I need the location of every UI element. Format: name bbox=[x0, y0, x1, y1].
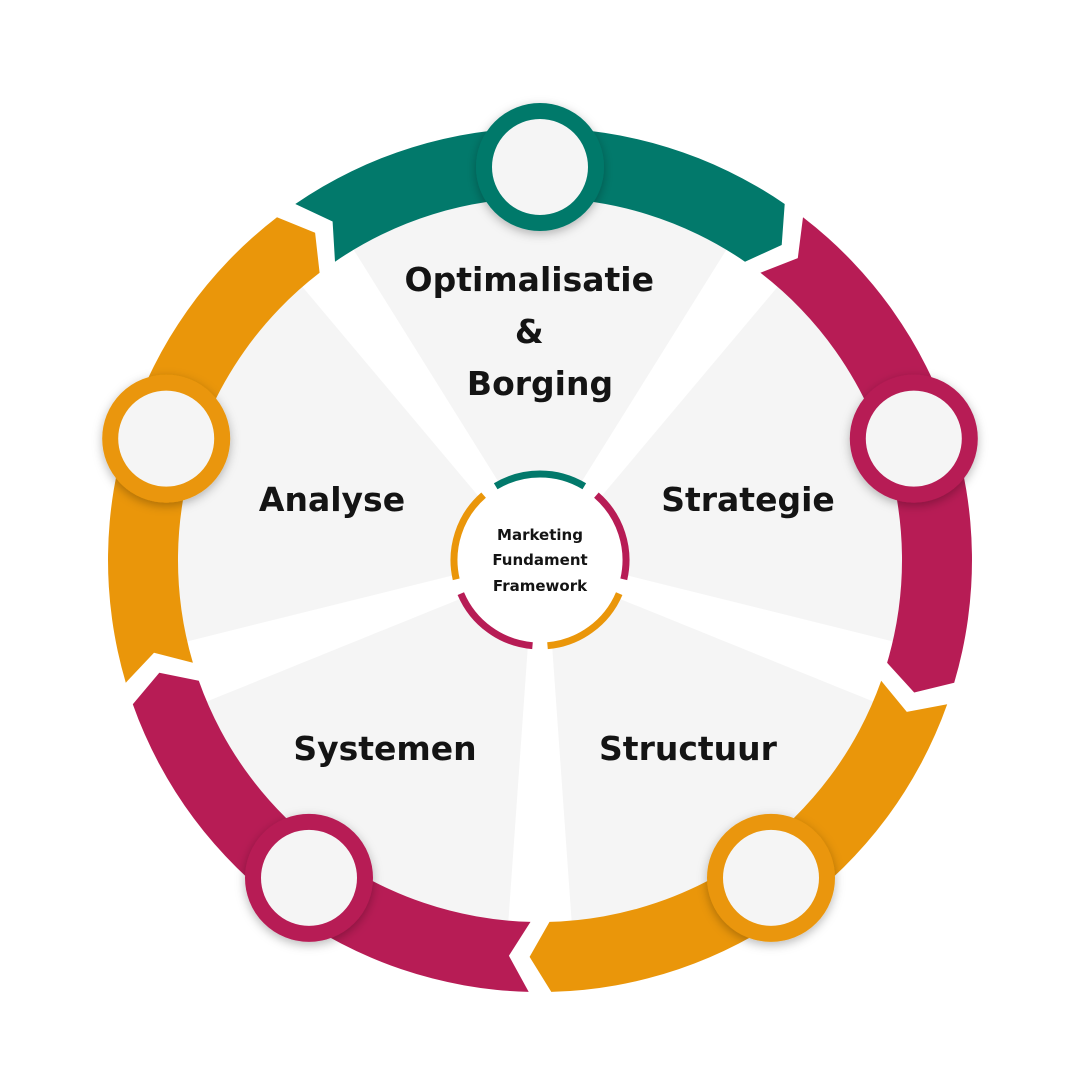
node-analyse bbox=[102, 374, 231, 503]
segment-label-optimalisatie: Optimalisatie & Borging bbox=[405, 260, 666, 403]
segment-label-structuur: Structuur bbox=[599, 729, 778, 768]
node-strategie bbox=[849, 374, 978, 503]
hub-arc-optimalisatie bbox=[493, 470, 587, 490]
sector-strategie bbox=[601, 284, 905, 643]
hub-disc bbox=[458, 478, 622, 642]
segment-label-analyse: Analyse bbox=[259, 480, 405, 519]
sector-systemen bbox=[204, 598, 528, 924]
segment-labels: Optimalisatie & Borging Strategie Struct… bbox=[259, 260, 835, 768]
arrow-strategie bbox=[760, 217, 972, 693]
segment-label-systemen: Systemen bbox=[293, 729, 476, 768]
sector-analyse bbox=[175, 284, 479, 643]
arrow-systemen bbox=[132, 672, 531, 992]
cycle-nodes bbox=[102, 103, 978, 942]
center-label-line-1: Marketing bbox=[497, 526, 583, 544]
hub-arc-structuur bbox=[547, 592, 623, 650]
sector-structuur bbox=[552, 598, 876, 924]
center-label-line-2: Fundament bbox=[492, 551, 587, 569]
arrow-analyse bbox=[108, 217, 320, 683]
arrow-structuur bbox=[529, 680, 948, 992]
segment-sectors bbox=[175, 194, 905, 924]
node-systemen bbox=[245, 813, 373, 942]
sector-optimalisatie bbox=[352, 194, 728, 483]
center-hub bbox=[450, 470, 630, 650]
hub-arc-strategie bbox=[594, 492, 630, 581]
hub-arc-analyse bbox=[450, 492, 486, 581]
segment-label-strategie: Strategie bbox=[661, 480, 835, 519]
node-structuur bbox=[707, 813, 835, 942]
center-label-line-3: Framework bbox=[493, 577, 588, 595]
center-label: Marketing Fundament Framework bbox=[492, 526, 588, 595]
node-optimalisatie bbox=[476, 103, 604, 231]
hub-arc-systemen bbox=[457, 592, 533, 650]
